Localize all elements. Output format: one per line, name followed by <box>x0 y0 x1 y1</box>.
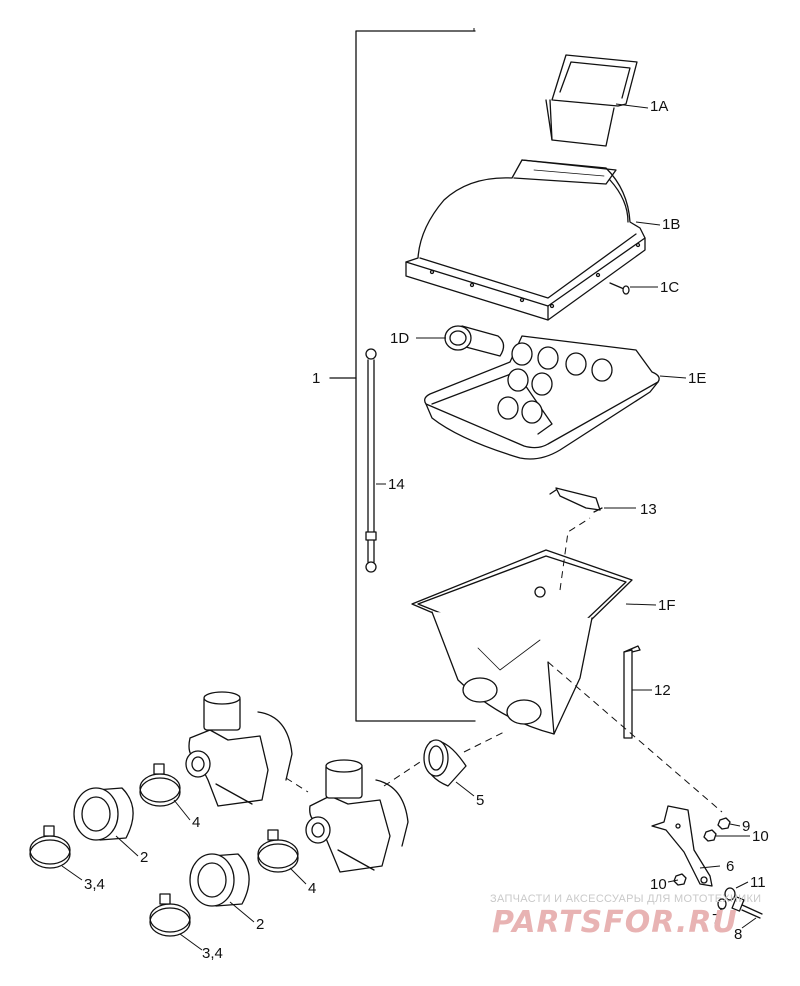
callout-1C: 1C <box>660 279 680 296</box>
hose-clamp-34-upper <box>29 825 71 869</box>
airbox-base-1F <box>411 549 633 735</box>
callout-1A: 1A <box>650 98 669 115</box>
callout-10-upper: 10 <box>752 828 769 845</box>
callout-5: 5 <box>476 792 485 809</box>
callout-4-upper: 4 <box>192 814 201 831</box>
rubber-boot-5 <box>423 739 467 787</box>
callout-1F: 1F <box>658 597 676 614</box>
carburetor-upper <box>185 691 293 807</box>
hose-clamp-4-upper <box>139 763 181 807</box>
bracket-6 <box>651 805 713 887</box>
filter-tray-1E <box>424 335 660 460</box>
assembly-bracket <box>329 30 476 722</box>
callout-1B: 1B <box>662 216 681 233</box>
nut-9 <box>717 817 731 830</box>
callout-2-lower: 2 <box>256 916 265 933</box>
callout-12: 12 <box>654 682 671 699</box>
airbox-cover-1B <box>405 159 646 321</box>
callout-9: 9 <box>742 818 751 835</box>
callout-14: 14 <box>388 476 405 493</box>
callout-8: 8 <box>734 926 743 943</box>
callout-1: 1 <box>312 370 321 387</box>
callout-11: 11 <box>750 874 766 891</box>
screw-1C <box>609 282 630 295</box>
callout-2-upper: 2 <box>140 849 149 866</box>
inlet-tube-1D <box>444 325 505 357</box>
watermark-brand-logo: PARTSFOR.RU <box>492 905 738 940</box>
callout-6: 6 <box>726 858 735 875</box>
washer-11 <box>724 887 736 901</box>
carburetor-lower <box>305 759 409 873</box>
callout-7: 7 <box>712 911 721 928</box>
washer-7 <box>717 898 727 910</box>
callout-3-4-lower: 3,4 <box>202 945 223 962</box>
watermark-tagline: ЗАПЧАСТИ И АКСЕССУАРЫ ДЛЯ МОТОТЕХНИКИ <box>490 893 762 905</box>
intake-connector-2-lower <box>189 853 250 907</box>
clip-13 <box>549 487 603 513</box>
bolt-8 <box>731 896 763 919</box>
callout-4-lower: 4 <box>308 880 317 897</box>
nut-10-lower <box>673 873 687 886</box>
callout-10-lower: 10 <box>650 876 667 893</box>
hose-clamp-4-lower <box>257 829 299 873</box>
intake-snorkel-1A <box>545 54 638 147</box>
callout-13: 13 <box>640 501 657 518</box>
alignment-lines <box>285 28 723 813</box>
strap-12 <box>623 645 641 739</box>
hose-clamp-34-lower <box>149 893 191 937</box>
callout-1D: 1D <box>390 330 410 347</box>
leader-lines <box>61 103 757 951</box>
callout-1E: 1E <box>688 370 707 387</box>
rod-14 <box>365 348 377 573</box>
callout-3-4-upper: 3,4 <box>84 876 105 893</box>
nut-10-upper <box>703 829 717 842</box>
intake-connector-2-upper <box>73 787 134 841</box>
